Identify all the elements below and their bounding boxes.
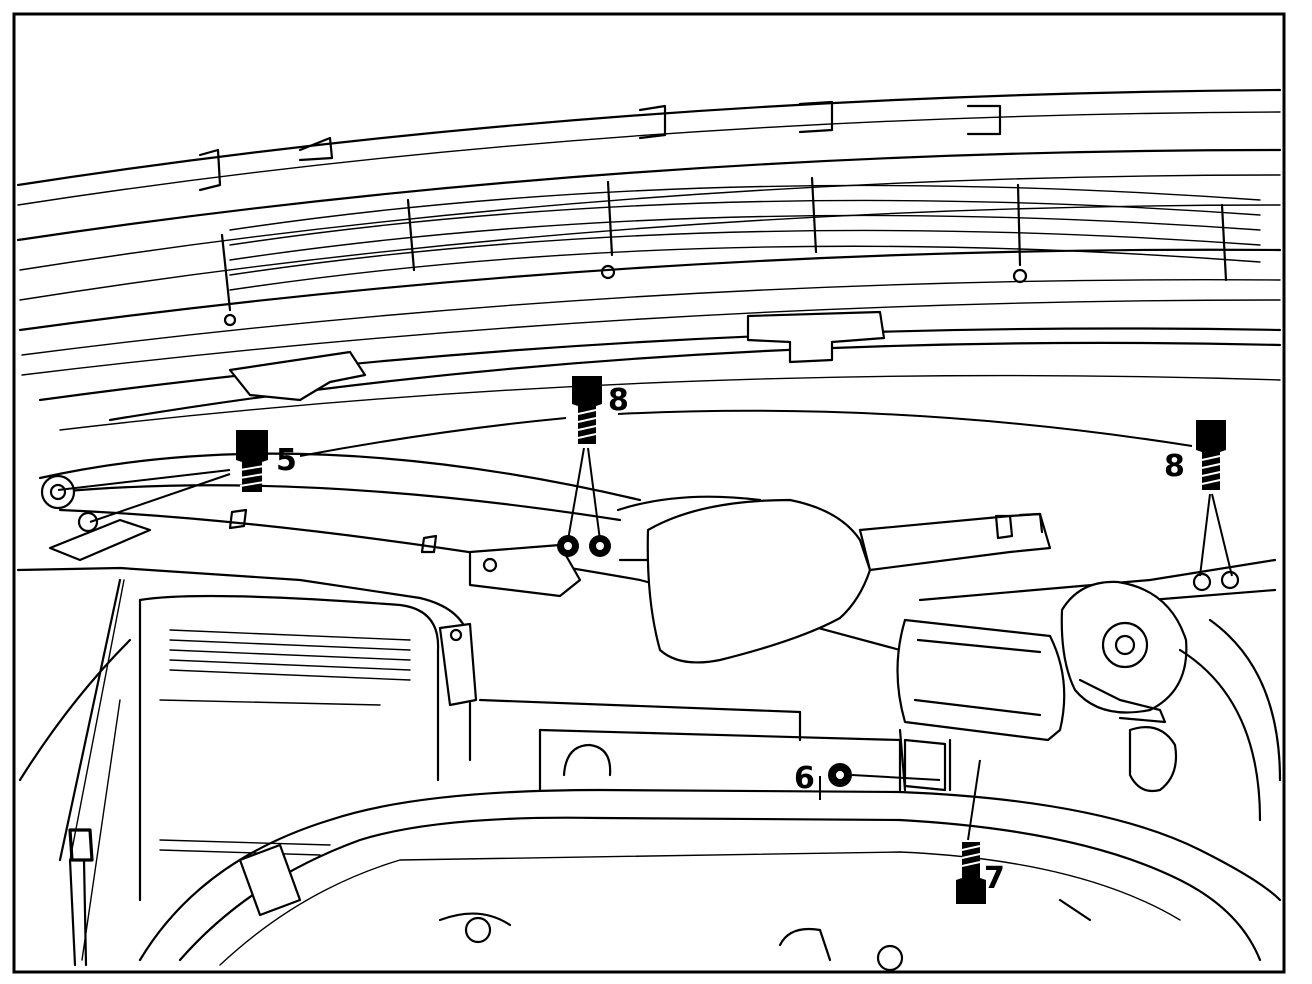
windscreen-cowl (16, 88, 1282, 431)
lower-bulkhead (138, 618, 1282, 972)
mount-nuts-center (557, 535, 611, 557)
callout-5: 5 (276, 443, 297, 478)
nut-6 (828, 763, 852, 787)
callout-8-right: 8 (1164, 449, 1185, 484)
bolt-5 (236, 430, 268, 492)
leader-lines (57, 409, 1233, 841)
callout-7: 7 (984, 861, 1005, 896)
wiper-motor (896, 580, 1188, 793)
engine-bay (16, 566, 478, 967)
bolt-7 (956, 842, 986, 904)
frame-border (12, 12, 1286, 974)
callout-8-center: 8 (608, 383, 629, 418)
wiper-linkage-bar (38, 452, 1277, 664)
callout-6: 6 (794, 761, 815, 796)
bolt-8-center (572, 376, 602, 444)
bolt-8-right (1196, 420, 1226, 490)
